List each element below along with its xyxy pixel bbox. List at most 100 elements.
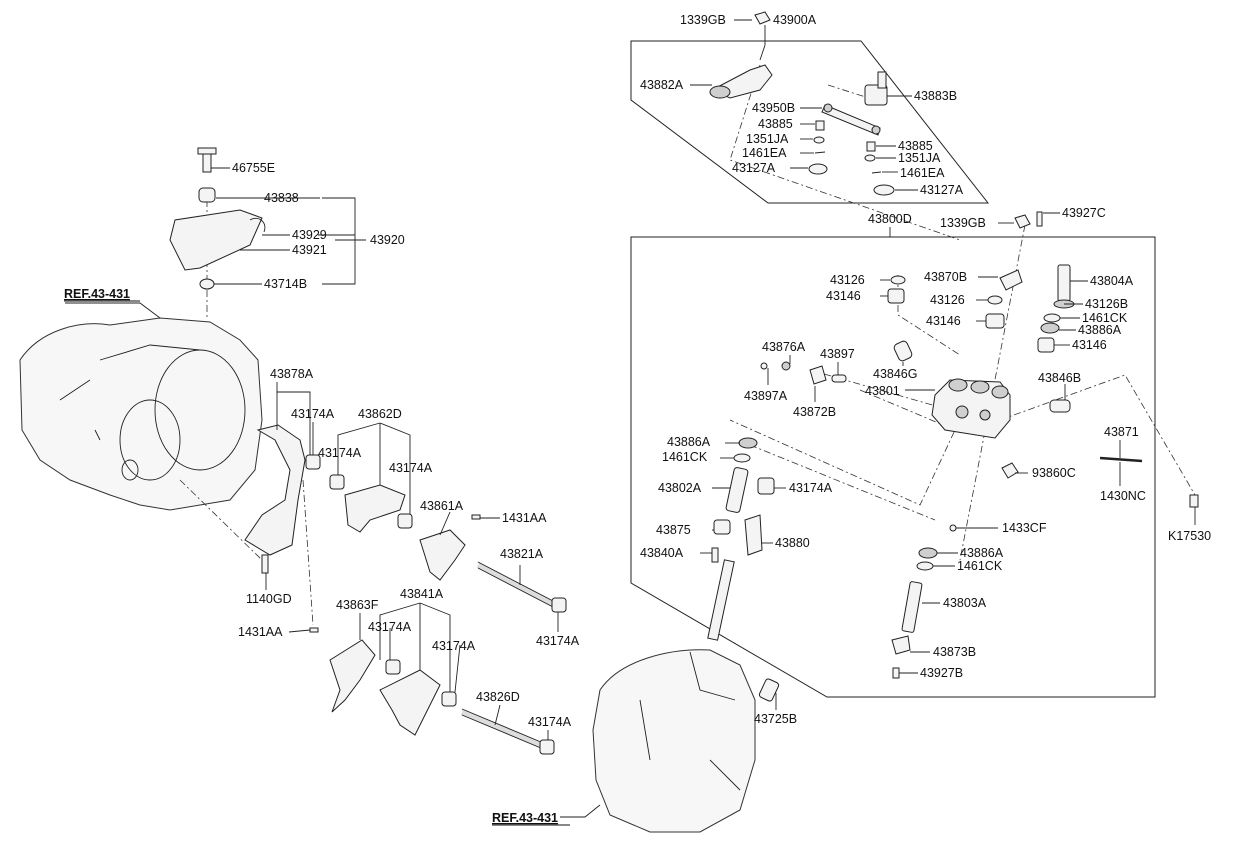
label-43886a-c: 43886A xyxy=(960,546,1004,560)
label-43174a-m: 43174A xyxy=(789,481,833,495)
label-43885-a: 43885 xyxy=(758,117,793,131)
label-1351ja-b: 1351JA xyxy=(898,151,941,165)
part-43870b xyxy=(999,269,1023,291)
label-43802a: 43802A xyxy=(658,481,702,495)
part-43146-b xyxy=(985,313,1005,329)
label-43174a-2: 43174A xyxy=(318,446,362,460)
part-1339gb-mid xyxy=(1014,214,1031,229)
part-43950b xyxy=(821,103,881,136)
label-43127a-b: 43127A xyxy=(920,183,964,197)
part-43841a xyxy=(379,669,441,736)
part-43921 xyxy=(169,209,263,271)
ref-link-top[interactable]: REF.43-431 xyxy=(64,287,130,301)
label-43821a: 43821A xyxy=(500,547,544,561)
part-43821a xyxy=(476,562,557,608)
part-93860c xyxy=(1001,462,1019,479)
part-43826d-outline xyxy=(461,708,549,752)
label-43841a: 43841A xyxy=(400,587,444,601)
part-43840a xyxy=(711,547,719,563)
label-43950b: 43950B xyxy=(752,101,795,115)
part-1461ea-b xyxy=(871,171,882,174)
label-43127a-a: 43127A xyxy=(732,161,776,175)
label-43900a: 43900A xyxy=(773,13,817,27)
part-43880 xyxy=(707,514,763,641)
label-43838: 43838 xyxy=(264,191,299,205)
label-1461ea-b: 1461EA xyxy=(900,166,945,180)
part-43897 xyxy=(831,374,847,383)
label-43872b: 43872B xyxy=(793,405,836,419)
part-43802a xyxy=(725,467,749,513)
label-43861a: 43861A xyxy=(420,499,464,513)
part-43174a-3 xyxy=(397,513,413,529)
label-1351ja-a: 1351JA xyxy=(746,132,789,146)
part-43146-a xyxy=(887,288,905,304)
part-43872b xyxy=(809,365,827,385)
part-43873b xyxy=(891,635,911,655)
label-43880: 43880 xyxy=(775,536,810,550)
label-43885-b: 43885 xyxy=(898,139,933,153)
part-43882a xyxy=(709,64,773,99)
part-43885-b xyxy=(866,141,876,152)
part-43927c xyxy=(1036,211,1043,227)
label-43826d: 43826D xyxy=(476,690,520,704)
label-43927c: 43927C xyxy=(1062,206,1106,220)
label-1461ck-c: 1461CK xyxy=(957,559,1003,573)
part-43174a-m xyxy=(757,477,775,495)
label-1431aa-b: 1431AA xyxy=(238,625,283,639)
part-1433cf xyxy=(949,524,957,532)
label-43146-b: 43146 xyxy=(926,314,961,328)
part-43878a xyxy=(244,424,306,556)
part-1461ck-c xyxy=(916,561,934,571)
part-43174a-5 xyxy=(385,659,401,675)
label-43870b: 43870B xyxy=(924,270,967,284)
label-43803a: 43803A xyxy=(943,596,987,610)
label-43927b: 43927B xyxy=(920,666,963,680)
label-43875: 43875 xyxy=(656,523,691,537)
part-43174a-7 xyxy=(539,739,555,755)
label-43897a: 43897A xyxy=(744,389,788,403)
label-93860c: 93860C xyxy=(1032,466,1076,480)
label-43863f: 43863F xyxy=(336,598,379,612)
ref-link-bottom[interactable]: REF.43-431 xyxy=(492,811,558,825)
label-43174a-1: 43174A xyxy=(291,407,335,421)
transmission-case-right xyxy=(592,649,756,833)
part-43725b xyxy=(758,678,780,702)
part-1461ea-a xyxy=(814,151,826,154)
label-43174a-6: 43174A xyxy=(432,639,476,653)
label-43174a-5: 43174A xyxy=(368,620,412,634)
part-43897a xyxy=(760,362,768,370)
label-1433cf: 1433CF xyxy=(1002,521,1047,535)
part-43174a-6 xyxy=(441,691,457,707)
label-43873b: 43873B xyxy=(933,645,976,659)
part-labels: 1339GB 43900A 43882A 43883B 43950B 43885… xyxy=(232,13,1211,729)
label-43883b: 43883B xyxy=(914,89,957,103)
label-1461ea-a: 1461EA xyxy=(742,146,787,160)
label-43882a: 43882A xyxy=(640,78,684,92)
part-1461ck-b xyxy=(733,453,751,463)
part-k17530 xyxy=(1189,494,1199,508)
label-43886a-b: 43886A xyxy=(667,435,711,449)
label-43126b: 43126B xyxy=(1085,297,1128,311)
part-46755e-head xyxy=(197,147,217,155)
part-43861a xyxy=(419,529,466,581)
label-1461ck-a: 1461CK xyxy=(1082,311,1128,325)
label-43714b: 43714B xyxy=(264,277,307,291)
part-43127a-b xyxy=(873,184,895,196)
part-43871 xyxy=(1099,456,1143,463)
label-1461ck-b: 1461CK xyxy=(662,450,708,464)
label-43897: 43897 xyxy=(820,347,855,361)
label-43846g: 43846G xyxy=(873,367,917,381)
label-1140gd: 1140GD xyxy=(246,592,292,606)
label-43871: 43871 xyxy=(1104,425,1139,439)
part-1339gb-top xyxy=(754,11,771,25)
label-43804a: 43804A xyxy=(1090,274,1134,288)
label-43126-a: 43126 xyxy=(830,273,865,287)
part-43126-b xyxy=(987,295,1003,305)
part-1431aa-a xyxy=(471,514,481,520)
part-43714b xyxy=(199,278,215,290)
part-43883b xyxy=(864,71,888,106)
label-43878a: 43878A xyxy=(270,367,314,381)
part-43126-a xyxy=(890,275,906,285)
label-43174a-3: 43174A xyxy=(389,461,433,475)
